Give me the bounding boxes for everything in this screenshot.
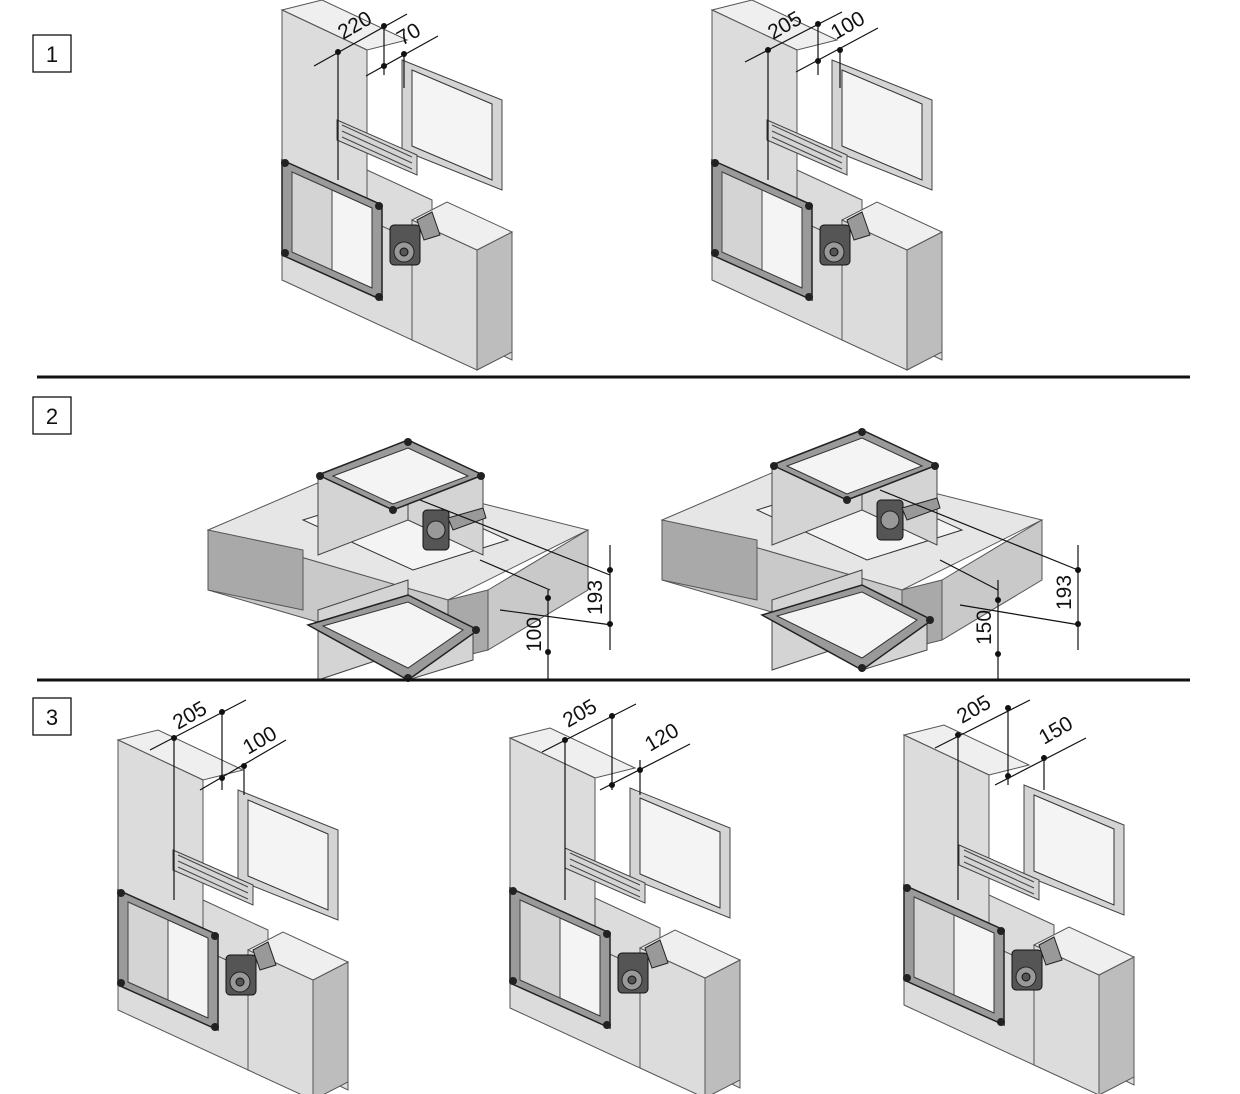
section-3-number: 3 bbox=[46, 705, 58, 730]
dimension-label: 150 bbox=[973, 610, 996, 645]
extension-line bbox=[959, 604, 1081, 626]
dimension-line bbox=[934, 699, 1031, 749]
dimension-line bbox=[149, 699, 247, 751]
dimension-label: 205 bbox=[559, 695, 601, 732]
figure-3c: 205 150 bbox=[902, 691, 1135, 1094]
section-3: 3 205 100 205 bbox=[32, 691, 1135, 1094]
dimension-label: 205 bbox=[169, 697, 211, 734]
extension-line bbox=[499, 609, 613, 626]
dimension-label: 150 bbox=[1035, 712, 1077, 749]
dimension-line bbox=[744, 11, 843, 63]
dimension-line bbox=[419, 499, 611, 576]
figure-3b: 205 120 bbox=[508, 695, 741, 1094]
wall-damper-illustration bbox=[508, 727, 741, 1094]
dimension-label: 193 bbox=[1053, 575, 1076, 610]
section-1-number: 1 bbox=[46, 42, 58, 67]
dimension-line bbox=[599, 743, 691, 791]
wall-damper-illustration bbox=[280, 0, 513, 371]
dimension-label: 193 bbox=[584, 580, 607, 615]
wall-damper-illustration bbox=[116, 729, 349, 1094]
section-1: 1 220 70 205 bbox=[32, 0, 943, 371]
dimension-line bbox=[879, 489, 1079, 571]
section-2-box bbox=[32, 396, 72, 435]
dimension-line bbox=[939, 559, 999, 591]
dimension-label: 100 bbox=[523, 617, 546, 652]
dimension-line bbox=[313, 13, 408, 67]
wall-damper-illustration bbox=[902, 724, 1135, 1094]
section-3-box bbox=[32, 697, 72, 736]
figure-2a: 193 100 bbox=[207, 437, 613, 683]
figure-3a: 205 100 bbox=[116, 697, 349, 1094]
figure-2b: 193 150 bbox=[661, 427, 1081, 680]
figure-1b: 205 100 bbox=[710, 0, 943, 371]
dimension-label: 205 bbox=[953, 691, 995, 728]
dimension-line bbox=[541, 703, 637, 753]
dimension-line bbox=[479, 559, 551, 591]
dimension-label: 100 bbox=[239, 722, 281, 759]
section-2-number: 2 bbox=[46, 404, 58, 429]
section-1-box bbox=[32, 34, 72, 73]
figure-1a: 220 70 bbox=[280, 0, 513, 371]
section-2: 2 193 100 193 bbox=[32, 396, 1081, 683]
